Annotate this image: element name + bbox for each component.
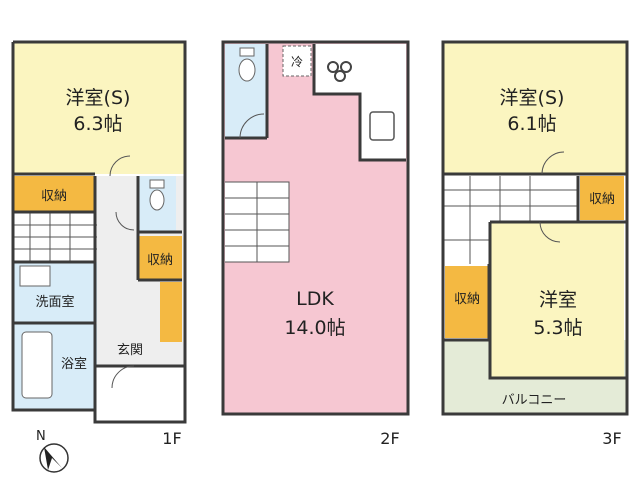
toilet-2f (225, 44, 267, 138)
room-3f-s-name: 洋室(S) (500, 87, 565, 109)
room-1f-s-name: 洋室(S) (66, 87, 131, 109)
floor-3f (441, 40, 629, 416)
compass-circle (39, 443, 69, 473)
room-1f-western-s (13, 42, 185, 174)
storage-3f-a-label: 収納 (589, 192, 615, 207)
entrance-floor (94, 365, 186, 423)
floor-1f (11, 40, 187, 424)
washroom-label: 洗面室 (35, 294, 74, 310)
door-2f-toilet (239, 113, 265, 139)
storage-3f-a (580, 176, 624, 220)
compass-label: N (36, 429, 46, 444)
floor-3f-label: 3F (602, 429, 621, 448)
stairs-2f (225, 182, 289, 262)
bathroom-label: 浴室 (61, 356, 87, 372)
door-1f-room (109, 155, 131, 177)
floor-2f-label: 2F (380, 429, 399, 448)
door-1f-entrance (111, 365, 135, 389)
compass: N (36, 429, 69, 473)
room-3f-name: 洋室 (539, 289, 577, 311)
stairs-3f (443, 176, 578, 264)
kitchen-sink (369, 111, 395, 141)
bathtub (21, 331, 53, 399)
sink-1f (19, 265, 51, 287)
entrance-label: 玄関 (117, 343, 143, 358)
door-3f-room-s (541, 151, 565, 175)
floor-2f (221, 40, 410, 416)
stairs-1f (13, 213, 97, 261)
room-3f-s-size: 6.1帖 (507, 113, 556, 135)
toilet-fixture-1f (149, 189, 165, 211)
floor-1f-label: 1F (162, 429, 181, 448)
storage-1f-b (138, 236, 182, 280)
balcony-label: バルコニー (502, 393, 567, 408)
room-3f-size: 5.3帖 (533, 317, 582, 339)
stove (327, 61, 339, 73)
storage-3f-b-label: 収納 (454, 292, 480, 307)
storage-1f-a (13, 176, 95, 212)
room-3f-western-s (443, 42, 627, 174)
fridge-label: 冷 (291, 55, 303, 69)
room-1f-s-size: 6.3帖 (73, 113, 122, 135)
door-3f-room (539, 221, 561, 243)
storage-3f-b (445, 266, 489, 338)
compass-arrow-icon (44, 447, 62, 470)
fridge-space (282, 45, 312, 77)
storage-1f-a-label: 収納 (41, 189, 67, 204)
ldk-size: 14.0帖 (284, 317, 345, 339)
storage-1f-b-label: 収納 (147, 253, 173, 268)
ldk-name: LDK (296, 288, 334, 310)
